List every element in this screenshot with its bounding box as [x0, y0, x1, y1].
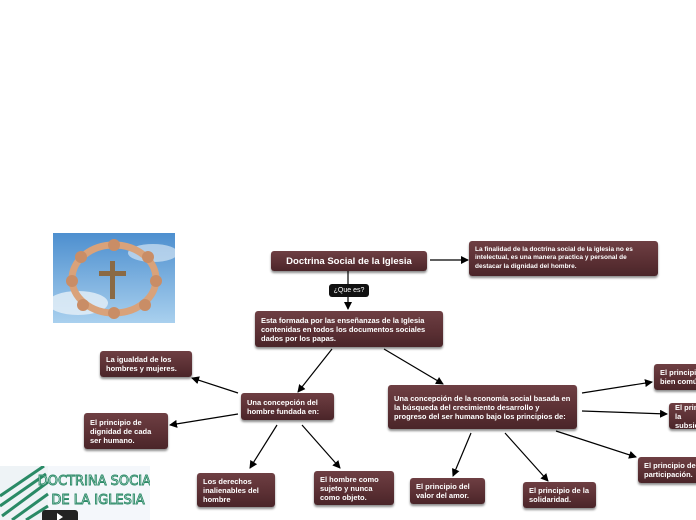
bien-comun-node[interactable]: El principio del bien común.: [654, 364, 696, 390]
que-es-tag: ¿Que es?: [329, 284, 369, 297]
edge-hombre-derechos: [249, 424, 278, 469]
concepcion-economia-node[interactable]: Una concepción de la economía social bas…: [388, 385, 577, 429]
concepcion-hombre-node[interactable]: Una concepción del hombre fundada en:: [241, 393, 334, 420]
dignidad-node[interactable]: El principio de dignidad de cada ser hum…: [84, 413, 168, 449]
edge-formada-economia: [383, 348, 444, 385]
edge-economia-bien: [581, 379, 653, 394]
sujeto-node[interactable]: El hombre como sujeto y nunca como objet…: [314, 471, 394, 505]
edge-economia-solidaridad: [504, 432, 549, 482]
edge-economia-subsidiariedad: [581, 409, 668, 418]
derechos-node[interactable]: Los derechos inalienables del hombre: [197, 473, 275, 507]
edge-hombre-dignidad: [169, 413, 239, 428]
finalidad-node[interactable]: La finalidad de la doctrina social de la…: [469, 241, 658, 276]
solidaridad-node[interactable]: El principio de la solidaridad.: [523, 482, 596, 508]
participacion-node[interactable]: El principio de la participación.: [638, 457, 696, 483]
igualdad-node[interactable]: La igualdad de los hombres y mujeres.: [100, 351, 192, 377]
svg-text:DOCTRINA SOCIAL: DOCTRINA SOCIAL: [38, 474, 150, 489]
svg-text:DE LA IGLESIA: DE LA IGLESIA: [51, 493, 144, 508]
edge-hombre-igualdad: [191, 376, 239, 394]
edge-economia-participacion: [555, 430, 637, 459]
subsidiariedad-node[interactable]: El principio de la subsidiariedad.: [669, 403, 696, 430]
edge-formada-hombre: [297, 348, 333, 393]
hands-cross-photo: [53, 233, 175, 323]
root-node[interactable]: Doctrina Social de la Iglesia: [271, 251, 427, 271]
doctrina-social-banner: DOCTRINA SOCIAL DE LA IGLESIA: [0, 466, 150, 520]
amor-node[interactable]: El principio del valor del amor.: [410, 478, 485, 504]
edge-economia-amor: [452, 432, 472, 477]
edge-hombre-sujeto: [301, 424, 341, 469]
formada-node[interactable]: Esta formada por las enseñanzas de la Ig…: [255, 311, 443, 347]
